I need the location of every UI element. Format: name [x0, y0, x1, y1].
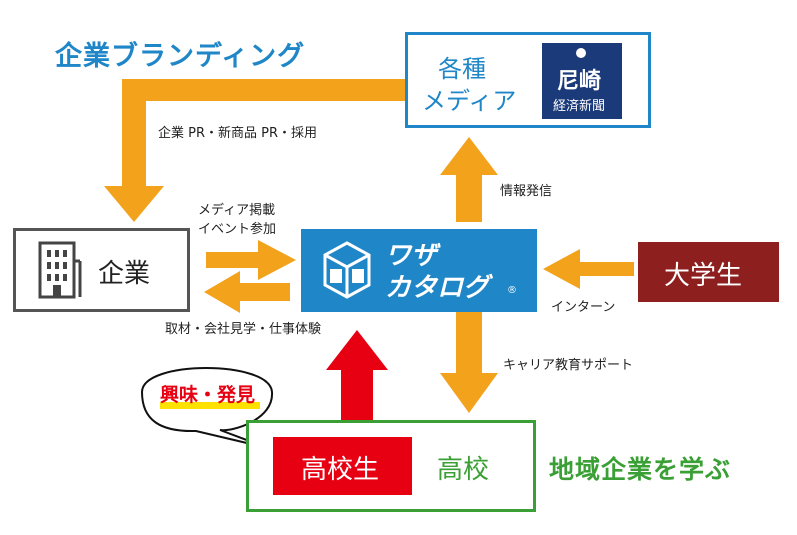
info-out-label: 情報発信 — [500, 184, 553, 199]
to-center-label-line2: イベント参加 — [198, 222, 277, 237]
bulb-icon — [576, 48, 586, 58]
media-to-company-arrow — [104, 79, 410, 222]
media-box: 各種 メディア 尼崎 経済新聞 — [405, 32, 651, 128]
high-school-students-label: 高校生 — [301, 455, 380, 485]
company-box: 企業 — [13, 228, 190, 312]
media-to-company-label: 企業 PR・新商品 PR・採用 — [158, 126, 318, 141]
waza-catalog-line2: カタログ — [385, 273, 490, 303]
university-box: 大学生 — [638, 242, 779, 302]
logo-title: 尼崎 — [557, 69, 602, 94]
registered-mark: ® — [507, 285, 517, 296]
corporate-branding-title: 企業ブランディング — [55, 41, 306, 72]
to-company-label: 取材・会社見学・仕事体験 — [165, 322, 322, 337]
learn-local-companies-title: 地域企業を学ぶ — [549, 455, 732, 484]
high-school-students-box: 高校生 — [273, 437, 412, 495]
media-label-line1: 各種 — [438, 55, 486, 83]
logo-subtitle: 経済新聞 — [553, 99, 606, 114]
to-center-label-line1: メディア掲載 — [198, 203, 276, 218]
info-out-arrow — [440, 137, 498, 222]
interest-arrow — [326, 330, 388, 437]
amagasaki-news-logo: 尼崎 経済新聞 — [542, 43, 622, 119]
high-school-box: 高校生 高校 — [246, 420, 536, 512]
internship-arrow — [543, 249, 634, 289]
building-icon — [38, 241, 82, 299]
to-center-arrow — [206, 240, 296, 280]
waza-catalog-box: ワザ カタログ ® — [301, 229, 537, 312]
internship-label: インターン — [551, 300, 616, 315]
high-school-label: 高校 — [437, 455, 490, 485]
speech-highlight — [160, 402, 260, 409]
career-arrow — [440, 312, 498, 413]
speech-text: 興味・発見 — [160, 384, 256, 406]
university-label: 大学生 — [664, 261, 743, 291]
to-company-arrow — [204, 271, 290, 313]
waza-catalog-cube-icon — [323, 241, 371, 299]
media-label-line2: メディア — [422, 87, 517, 115]
waza-catalog-line1: ワザ — [385, 241, 438, 271]
company-label: 企業 — [98, 259, 151, 289]
career-label: キャリア教育サポート — [503, 358, 634, 373]
